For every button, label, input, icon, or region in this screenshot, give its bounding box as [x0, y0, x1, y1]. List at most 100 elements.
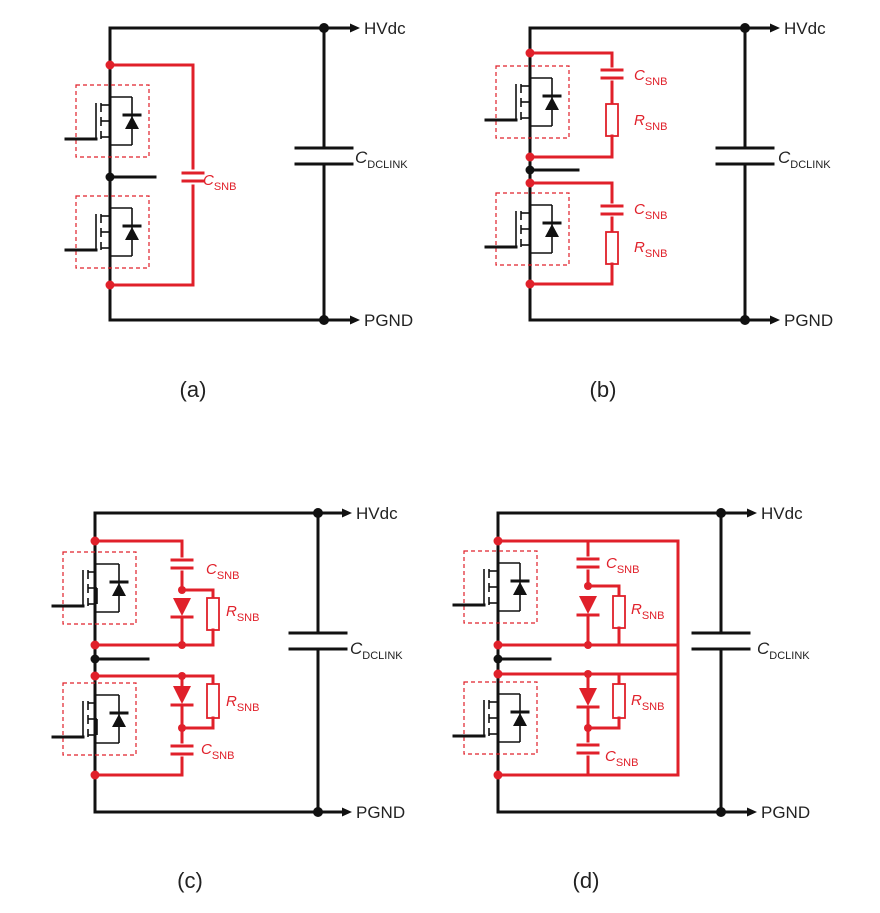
snubber-resistor: [206, 683, 220, 719]
pgnd-label: PGND: [364, 311, 413, 330]
dclink-label: CDCLINK: [355, 148, 408, 171]
snubber-node: [90, 671, 100, 681]
snubber-wire: [93, 674, 215, 686]
csnb-label-sub: SNB: [616, 757, 639, 769]
rsnb-label-main: R: [226, 693, 237, 710]
snubber-resistor: [605, 231, 619, 265]
snubber-node: [493, 770, 503, 780]
snubber-wire: [93, 756, 184, 777]
snubber-node: [178, 641, 186, 649]
hvdc-terminal: [747, 508, 757, 518]
rsnb-label-sub: SNB: [642, 610, 665, 622]
device-outline: [495, 65, 570, 139]
csnb-label-main: C: [634, 201, 645, 218]
snubber-wire: [528, 51, 614, 68]
rsnb-label-sub: SNB: [645, 248, 668, 260]
snubber-wire: [108, 63, 195, 170]
snubber-wire: [180, 588, 215, 600]
diode-icon: [513, 713, 527, 726]
rsnb-label-main: R: [631, 692, 642, 709]
pgnd-label: PGND: [356, 803, 405, 822]
dclink-label: CDCLINK: [757, 639, 810, 662]
device-outline: [463, 681, 538, 755]
hvdc-node: [319, 23, 329, 33]
hvdc-label: HVdc: [356, 504, 398, 523]
device-outline: [495, 192, 570, 266]
rsnb-label-sub: SNB: [237, 702, 260, 714]
dclink-label-sub: DCLINK: [362, 650, 403, 662]
csnb-label: CSNB: [201, 741, 234, 762]
snubber-wire: [180, 716, 215, 730]
snubber-node: [584, 670, 592, 678]
csnb-label: CSNB: [206, 561, 239, 582]
hvdc-terminal: [770, 23, 780, 33]
rsnb-label-sub: SNB: [645, 121, 668, 133]
phase-node: [525, 165, 535, 175]
pgnd-terminal: [747, 807, 757, 817]
dclink-label-sub: DCLINK: [769, 650, 810, 662]
device-outline: [75, 195, 150, 269]
diode-icon: [125, 227, 139, 240]
rsnb-label-main: R: [631, 601, 642, 618]
hvdc-label: HVdc: [761, 504, 803, 523]
csnb-label-sub: SNB: [212, 750, 235, 762]
snubber-node: [105, 60, 115, 70]
csnb-label-main: C: [201, 741, 212, 758]
snubber-node: [90, 770, 100, 780]
caption-c: (c): [177, 868, 203, 893]
snubber-node: [90, 536, 100, 546]
rsnb-label-sub: SNB: [237, 612, 260, 624]
dclink-label-main: C: [757, 639, 770, 658]
pgnd-node: [740, 315, 750, 325]
diode-icon: [112, 583, 126, 596]
rsnb-label-sub: SNB: [642, 701, 665, 713]
snubber-wire: [93, 628, 215, 647]
hvdc-node: [740, 23, 750, 33]
pgnd-node: [313, 807, 323, 817]
snubber-wire: [528, 181, 614, 204]
csnb-label: CSNB: [606, 555, 639, 576]
snubber-node: [105, 280, 115, 290]
snubber-wire: [586, 584, 621, 598]
csnb-label-sub: SNB: [617, 564, 640, 576]
snubber-wire: [93, 539, 184, 558]
pgnd-terminal: [350, 315, 360, 325]
snubber-node: [178, 586, 186, 594]
csnb-label-main: C: [606, 555, 617, 572]
pgnd-label: PGND: [761, 803, 810, 822]
csnb-label-sub: SNB: [214, 181, 237, 193]
hvdc-terminal: [350, 23, 360, 33]
dclink-label-sub: DCLINK: [790, 159, 831, 171]
dclink-label-main: C: [778, 148, 791, 167]
snubber-node: [525, 48, 535, 58]
dclink-label-main: C: [355, 148, 368, 167]
csnb-label-sub: SNB: [645, 76, 668, 88]
snubber-node: [493, 536, 503, 546]
hvdc-node: [313, 508, 323, 518]
csnb-label: CSNB: [605, 748, 638, 769]
snubber-node: [525, 279, 535, 289]
csnb-label-main: C: [206, 561, 217, 578]
csnb-label-main: C: [634, 67, 645, 84]
snubber-node: [90, 640, 100, 650]
device-outline: [75, 84, 150, 158]
dclink-label: CDCLINK: [350, 639, 403, 662]
pgnd-terminal: [342, 807, 352, 817]
pgnd-node: [716, 807, 726, 817]
rsnb-label-main: R: [634, 112, 645, 129]
dclink-label-sub: DCLINK: [367, 159, 408, 171]
rsnb-label: RSNB: [226, 603, 259, 624]
diode-icon: [545, 224, 559, 237]
dclink-label-main: C: [350, 639, 363, 658]
pgnd-label: PGND: [784, 311, 833, 330]
dclink-label: CDCLINK: [778, 148, 831, 171]
phase-node: [493, 654, 503, 664]
caption-b: (b): [590, 377, 617, 402]
snubber-node: [493, 640, 503, 650]
rsnb-label: RSNB: [631, 601, 664, 622]
pgnd-terminal: [770, 315, 780, 325]
snubber-node: [493, 669, 503, 679]
